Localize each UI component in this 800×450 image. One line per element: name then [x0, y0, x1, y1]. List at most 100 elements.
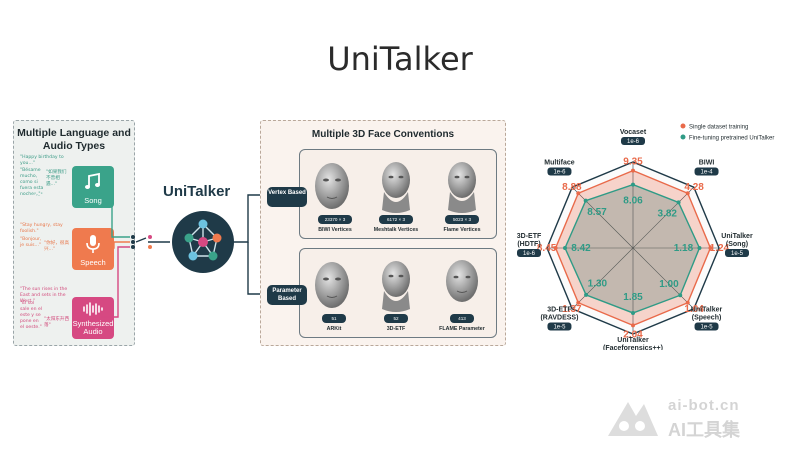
flame-dims: 5023 × 3 — [445, 215, 479, 224]
finetune-value-label: 8.42 — [571, 243, 591, 254]
single-value-label: 1.04 — [684, 304, 704, 315]
vertex-based-tag: Vertex Based — [267, 187, 307, 207]
legend-finetune-marker — [680, 134, 686, 140]
unitalker-model-label: UniTalker — [163, 183, 231, 200]
axis-label: (Song) — [726, 241, 748, 248]
single-point — [631, 323, 635, 328]
finetune-value-label: 1.18 — [674, 243, 694, 254]
axis-label: BIWI — [699, 159, 715, 166]
finetune-point — [631, 182, 635, 187]
axis-scale-text: 1e-6 — [523, 251, 536, 257]
single-point — [576, 300, 581, 305]
axis-scale-tag — [517, 249, 541, 257]
single-value-label: 9.35 — [623, 157, 643, 168]
single-point — [708, 246, 713, 250]
meshtalk-label: Meshtalk Vertices — [373, 227, 419, 233]
speech-quote: "你好，很高兴..." — [44, 241, 70, 252]
3d-etf-face-mesh — [382, 261, 410, 312]
axis-scale-text: 1e-5 — [553, 325, 566, 331]
song-label: Song — [84, 196, 102, 205]
music-note-icon — [85, 172, 100, 189]
axis-label: (Faceforensics++) — [603, 345, 663, 350]
finetune-value-label: 1.30 — [588, 279, 608, 290]
single-value-label: 1.24 — [710, 243, 730, 254]
axis-scale-text: 1e-5 — [701, 325, 714, 331]
finetune-point — [678, 293, 683, 298]
song-card: Song — [72, 166, 114, 208]
axis-scale-tag — [547, 167, 572, 176]
single-value-label: 4.28 — [684, 182, 704, 193]
single-value-label: 8.88 — [562, 182, 582, 193]
song-quote: "..." — [34, 193, 43, 198]
single-point — [576, 191, 581, 196]
single-point — [553, 246, 558, 250]
axis-scale-tag — [725, 249, 749, 257]
radar-spoke — [571, 186, 634, 249]
axis-label: (HDTF) — [517, 241, 540, 248]
finetune-value-label: 8.57 — [587, 207, 607, 218]
axis-label: 3D-ETF — [547, 307, 572, 314]
synthesized-audio-card: Synthesized Audio — [72, 297, 114, 339]
neural-network-icon — [172, 211, 234, 273]
page-title: UniTalker — [327, 40, 473, 78]
flame-param-dims: 413 — [450, 314, 474, 323]
biwi-face-mesh — [315, 163, 349, 209]
finetune-point — [631, 310, 635, 315]
arkit-dims: 51 — [322, 314, 346, 323]
microphone-icon — [86, 235, 100, 253]
arkit-label: ARKit — [326, 326, 342, 332]
single-point — [685, 191, 690, 196]
arkit-face-mesh — [315, 262, 349, 308]
speech-label: Speech — [80, 258, 106, 267]
single-value-label: 8.45 — [537, 243, 557, 254]
axis-scale-tag — [694, 167, 719, 176]
axis-label: UniTalker — [617, 337, 649, 344]
synthesized-audio-label: Synthesized Audio — [72, 319, 114, 336]
language-panel-title: Multiple Language and Audio Types — [17, 127, 131, 152]
language-audio-panel: Multiple Language and Audio Types "Happy… — [13, 120, 135, 346]
axis-label: (Speech) — [692, 315, 722, 322]
finetune-value-label: 1.85 — [623, 292, 643, 303]
axis-scale-tag — [621, 137, 645, 145]
parameter-face-meshes — [315, 260, 478, 312]
song-quote: "如果我们不曾相遇..." — [46, 170, 67, 187]
parameter-based-tag: Parameter Based — [267, 285, 307, 305]
flame-parameter-label: FLAME Parameter — [439, 326, 485, 332]
vertex-based-group: 23370 × 3 6172 × 3 5023 × 3 BIWI Vertice… — [299, 149, 497, 239]
radar-spoke — [632, 186, 695, 249]
biwi-label: BIWI Vertices — [318, 227, 352, 233]
axis-label: Vocaset — [620, 129, 647, 136]
speech-quote: "Bonjour, je suis..." — [20, 237, 42, 248]
single-point — [685, 300, 690, 305]
parameter-based-group: 51 52 413 ARKit 3D-ETF FLAME Parameter — [299, 248, 497, 338]
flame-vertices-label: Flame Vertices — [443, 227, 481, 233]
axis-label: UniTalker — [721, 233, 753, 240]
finetune-value-label: 1.00 — [659, 279, 679, 290]
song-quote: "Happy birthday to you..." — [20, 155, 64, 166]
face-conventions-title: Multiple 3D Face Conventions — [311, 129, 455, 140]
single-point — [631, 168, 635, 173]
audio-quote: "El sol sale en el este y se pone en el … — [20, 301, 43, 330]
single-value-label: 1.37 — [562, 304, 582, 315]
meshtalk-face-mesh — [382, 162, 410, 213]
axis-scale-text: 1e-4 — [701, 169, 714, 175]
finetune-point — [584, 292, 589, 297]
radar-labels: 9.358.06Vocaset1e-64.283.82BIWI1e-41.241… — [517, 129, 753, 350]
finetune-point — [676, 200, 681, 205]
legend-single-marker — [680, 123, 686, 129]
single-value-label: 2.04 — [623, 329, 643, 340]
axis-label: 3D-ETF — [517, 233, 542, 240]
3d-etf-dims: 52 — [384, 314, 408, 323]
biwi-dims: 23370 × 3 — [318, 215, 352, 224]
legend-single-label: Single dataset training — [689, 125, 748, 131]
axis-label: (RAVDESS) — [540, 315, 578, 322]
waveform-icon — [83, 302, 103, 316]
finetune-point — [563, 246, 568, 250]
watermark-text: AI工具集 — [668, 420, 740, 440]
radar-spoke — [571, 247, 634, 310]
radar-spoke — [632, 247, 695, 310]
radar-grid — [546, 161, 720, 335]
axis-scale-text: 1e-5 — [731, 251, 744, 257]
face-conventions-panel: Multiple 3D Face Conventions 23370 × 3 6… — [260, 120, 506, 346]
finetune-point — [583, 198, 588, 203]
